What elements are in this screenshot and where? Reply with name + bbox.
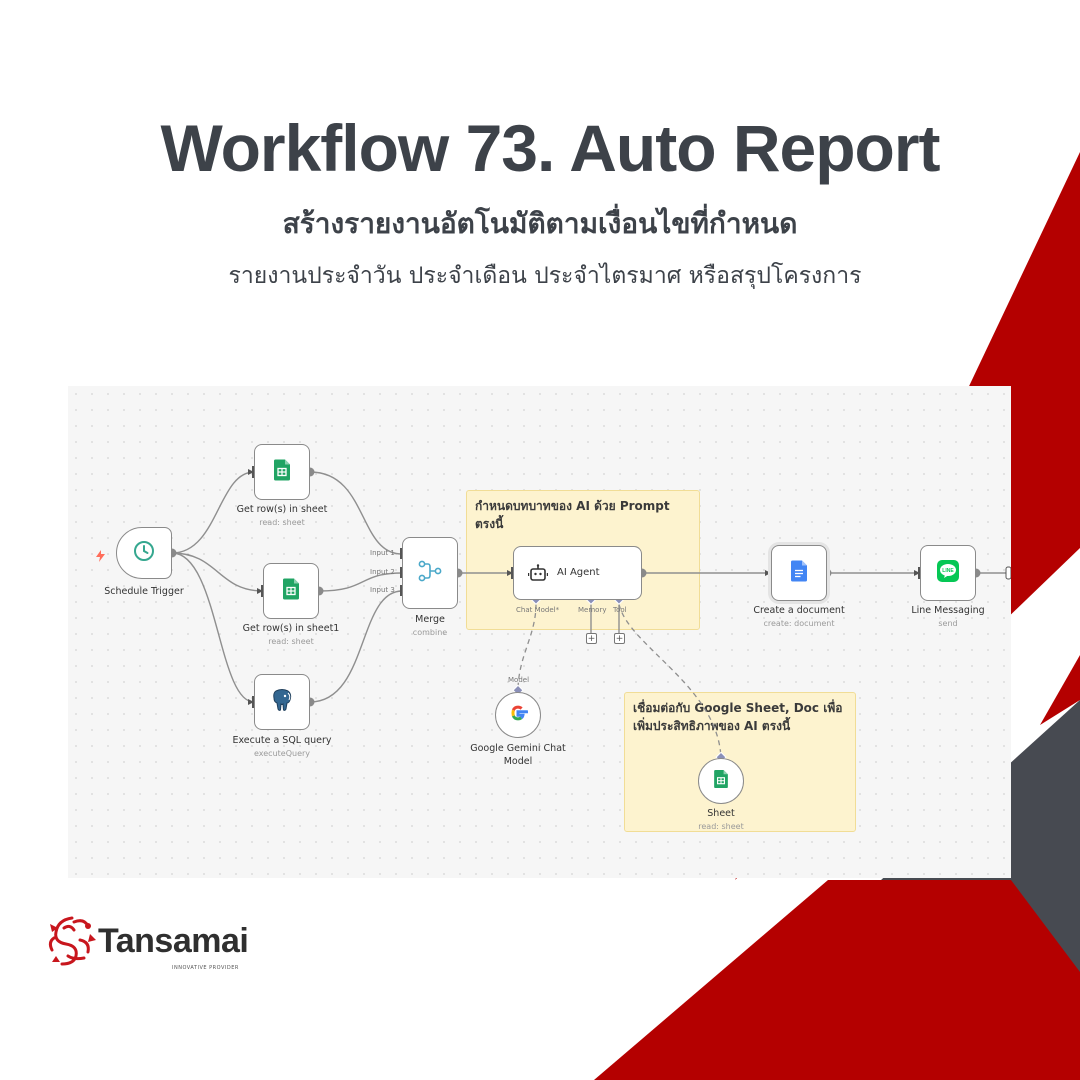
edge-sheet2-merge[interactable] [318, 572, 403, 592]
get-rows-sheet1-node[interactable] [263, 563, 319, 619]
add-memory-button[interactable]: + [586, 633, 597, 644]
brand-name: Tansamai [98, 922, 249, 960]
svg-text:LINE: LINE [942, 568, 954, 574]
connections-layer [167, 466, 1011, 763]
execute-sql-node[interactable] [254, 674, 310, 730]
merge-node[interactable] [402, 537, 458, 609]
sheet-tool-label: Sheet [707, 808, 735, 819]
create-document-node[interactable] [771, 545, 827, 601]
google-sheets-icon [274, 459, 290, 485]
google-docs-icon [791, 560, 807, 586]
edge-sql-merge[interactable] [309, 590, 403, 703]
red-triangle-small [1040, 655, 1080, 725]
sticky-note-tools[interactable]: เชื่อมต่อกับ Google Sheet, Doc เพื่อ เพิ… [624, 692, 856, 832]
create-document-sub: create: document [763, 619, 835, 628]
create-document-label: Create a document [753, 605, 845, 616]
merge-input-2-label: Input 2 [370, 568, 395, 576]
google-g-icon [508, 703, 529, 727]
merge-icon [418, 560, 442, 586]
line-messaging-node[interactable]: LINE [920, 545, 976, 601]
sticky-prompt-line1: กำหนดบทบาทของ AI ด้วย Prompt [475, 499, 670, 513]
get-rows-sheet-sub: read: sheet [259, 518, 305, 527]
add-tool-button[interactable]: + [614, 633, 625, 644]
page-title: Workflow 73. Auto Report [160, 111, 940, 185]
google-gemini-node[interactable] [495, 692, 541, 738]
merge-input-3-label: Input 3 [370, 586, 395, 594]
page-description: รายงานประจำวัน ประจำเดือน ประจำไตรมาศ หร… [228, 263, 862, 289]
get-rows-sheet-label: Get row(s) in sheet [236, 504, 328, 515]
ai-agent-label: AI Agent [557, 567, 600, 578]
red-triangle-lower [594, 880, 1080, 1080]
memory-port-label: Memory [578, 606, 607, 614]
google-sheets-icon [714, 770, 728, 792]
sticky-prompt-line2: ตรงนี้ [475, 517, 504, 531]
clock-icon [133, 540, 155, 566]
sticky-tools-line2: เพิ่มประสิทธิภาพของ AI ตรงนี้ [633, 719, 791, 733]
postgres-elephant-icon [270, 688, 294, 716]
get-rows-sheet1-label: Get row(s) in sheet1 [242, 623, 340, 634]
brand-tagline: INNOVATIVE PROVIDER [172, 965, 239, 971]
get-rows-sheet-node[interactable] [254, 444, 310, 500]
page-subtitle: สร้างรายงานอัตโนมัติตามเงื่อนไขที่กำหนด [282, 207, 798, 240]
robot-icon [527, 564, 549, 586]
execute-sql-sub: executeQuery [253, 749, 311, 758]
merge-label: Merge [415, 614, 445, 625]
merge-sub: combine [412, 628, 448, 637]
schedule-trigger-node[interactable] [116, 527, 172, 579]
dragon-logo-icon [44, 912, 102, 974]
edge-schedule-sheet1[interactable] [171, 471, 255, 554]
edge-sheet1-merge[interactable] [309, 471, 403, 555]
edge-sheet-tool[interactable] [618, 603, 722, 759]
get-rows-sheet1-sub: read: sheet [268, 637, 314, 646]
edge-schedule-sql[interactable] [171, 552, 255, 703]
workflow-canvas[interactable]: กำหนดบทบาทของ AI ด้วย Prompt ตรงนี้ เชื่… [68, 386, 1011, 878]
schedule-trigger-label: Schedule Trigger [104, 586, 184, 597]
sheet-tool-sub: read: sheet [698, 822, 744, 831]
line-messaging-sub: send [938, 619, 958, 628]
sticky-tools-line1: เชื่อมต่อกับ Google Sheet, Doc เพื่อ [633, 701, 843, 715]
tool-port-label: Tool [613, 606, 627, 614]
merge-input-1-label: Input 1 [370, 549, 395, 557]
sheet-tool-node[interactable] [698, 758, 744, 804]
chat-model-port-label: Chat Model* [516, 606, 560, 614]
ai-agent-node[interactable]: AI Agent [513, 546, 642, 600]
google-sheets-icon [283, 578, 299, 604]
lightning-icon [96, 547, 105, 566]
edge-gemini-chatmodel[interactable] [517, 603, 537, 692]
edge-schedule-sheet2[interactable] [171, 552, 264, 592]
line-icon: LINE [937, 560, 959, 586]
execute-sql-label: Execute a SQL query [232, 735, 332, 746]
gemini-model-port-label: Model [508, 676, 530, 684]
gemini-label-line1: Google Gemini Chat [470, 743, 566, 754]
line-messaging-label: Line Messaging [911, 605, 985, 616]
gemini-label-line2: Model [503, 756, 533, 767]
